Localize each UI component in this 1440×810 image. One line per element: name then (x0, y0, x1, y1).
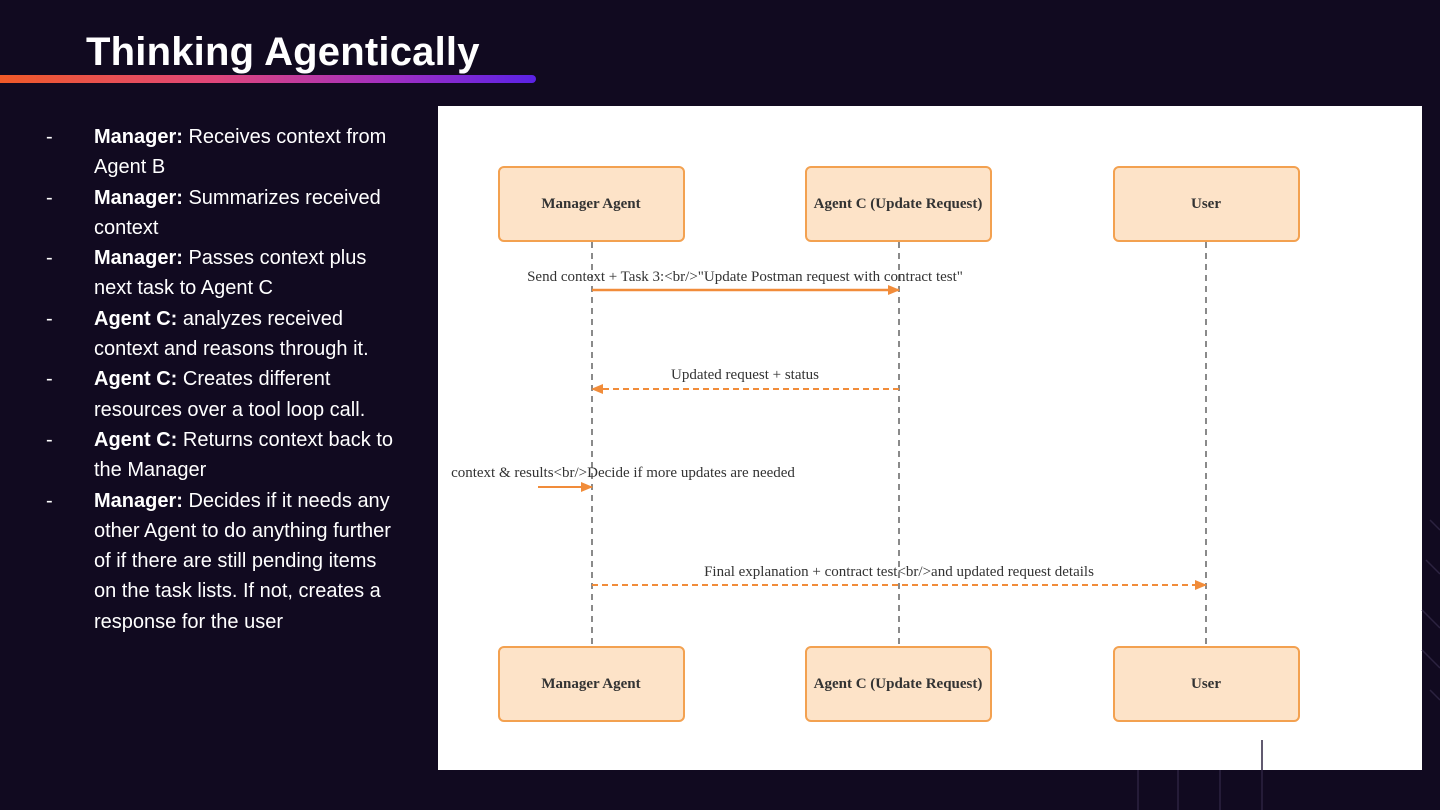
bullet-lead: Manager: (94, 247, 183, 270)
bullet-lead: Manager: (94, 186, 183, 209)
bullet-item: - Agent C: Returns context back to the Ma… (40, 425, 400, 486)
bullet-item: - Manager: Passes context plus next task … (40, 243, 400, 304)
bullet-item: - Agent C: analyzes received context and … (40, 304, 400, 365)
bullet-text: Receives context from Agent B (94, 126, 387, 179)
title-accent-underline (0, 75, 536, 83)
bullet-lead: Manager: (94, 489, 183, 512)
bullet-item: - Agent C: Creates different resources ov… (40, 364, 400, 425)
participant-label: Agent C (Update Request) (814, 196, 983, 212)
message-label: context & results<br/>Decide if more upd… (451, 465, 795, 481)
bullet-item: - Manager: Receives context from Agent B (40, 122, 400, 183)
bullet-item: - Manager: Decides if it needs any other … (40, 486, 400, 637)
bullet-text: analyzes received context and reasons th… (94, 307, 369, 361)
bullet-lead: Agent C: (94, 428, 178, 451)
participant-label: User (1191, 676, 1221, 692)
message-label: Updated request + status (671, 367, 819, 383)
bullet-dash: - (46, 489, 53, 512)
sequence-diagram-canvas: Manager Agent Agent C (Update Request) U… (451, 166, 1300, 722)
participant-box-manager-top: Manager Agent (498, 166, 685, 242)
bullet-lead: Agent C: (94, 307, 178, 330)
bullet-text: Summarizes received context (94, 186, 381, 239)
bullet-dash: - (46, 368, 53, 391)
bullet-dash: - (46, 307, 53, 330)
bullet-lead: Agent C: (94, 368, 178, 391)
participant-label: Manager Agent (541, 676, 640, 692)
participant-label: Manager Agent (541, 196, 640, 212)
sequence-diagram: Manager Agent Agent C (Update Request) U… (438, 106, 1422, 770)
bullet-dash: - (46, 126, 53, 148)
bullet-dash: - (46, 247, 53, 270)
participant-box-agent-c-bottom: Agent C (Update Request) (805, 646, 992, 722)
bullet-text: Decides if it needs any other Agent to d… (94, 489, 391, 633)
message-label: Send context + Task 3:<br/>"Update Postm… (527, 269, 963, 285)
message-label: Final explanation + contract test<br/>an… (704, 564, 1094, 580)
bullet-dash: - (46, 186, 53, 209)
participant-label: User (1191, 196, 1221, 212)
bullet-list: -Manager: Receives context from Agent B … (40, 122, 400, 637)
participant-label: Agent C (Update Request) (814, 676, 983, 692)
slide-title: Thinking Agentically (86, 30, 480, 74)
bullet-text: Creates different resources over a tool … (94, 368, 366, 421)
participant-box-agent-c-top: Agent C (Update Request) (805, 166, 992, 242)
participant-box-manager-bottom: Manager Agent (498, 646, 685, 722)
bullet-text: Passes context plus next task to Agent C (94, 247, 367, 300)
bullet-text: Returns context back to the Manager (94, 428, 393, 482)
bullet-dash: - (46, 428, 53, 451)
participant-box-user-top: User (1113, 166, 1300, 242)
bullet-item: - Manager: Summarizes received context (40, 183, 400, 244)
participant-box-user-bottom: User (1113, 646, 1300, 722)
bullet-lead: Manager: (94, 126, 183, 148)
